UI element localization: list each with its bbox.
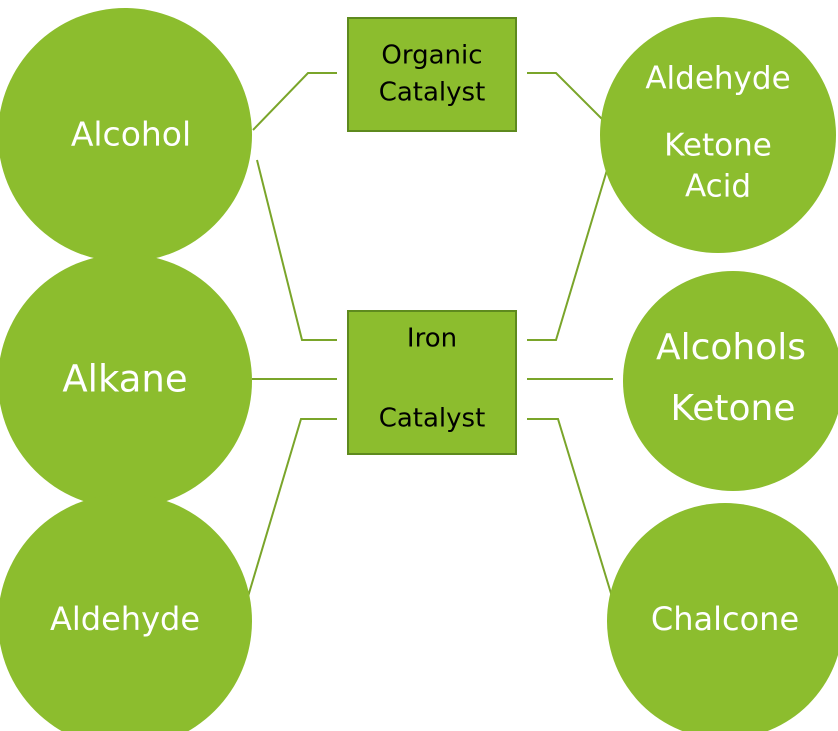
iron-catalyst-label-line1: Iron: [407, 324, 457, 354]
connector-alcohol-iron: [256, 159, 337, 341]
connectors: [246, 72, 614, 601]
substrate-alkane-node: Alkane: [0, 254, 252, 508]
product-alcohols-label: Alcohols: [656, 327, 806, 368]
product-ketone-label: Ketone: [664, 128, 772, 164]
organic-catalyst-box: Organic Catalyst: [347, 17, 517, 132]
substrate-alcohol-node: Alcohol: [0, 8, 252, 262]
connector-aldehyde-iron: [246, 418, 337, 601]
product-chalcone-label: Chalcone: [651, 600, 799, 638]
product-acid-label: Acid: [685, 169, 751, 205]
product-ketone-2-label: Ketone: [670, 388, 795, 429]
substrate-aldehyde-label: Aldehyde: [50, 600, 200, 638]
product-chalcone-node: Chalcone: [607, 503, 838, 731]
substrate-aldehyde-node: Aldehyde: [0, 494, 252, 731]
product-aldehyde-ketone-acid-node: Aldehyde Ketone Acid: [600, 17, 836, 253]
substrate-alkane-label: Alkane: [62, 358, 187, 401]
substrate-alcohol-label: Alcohol: [71, 115, 191, 154]
organic-catalyst-label-line1: Organic: [381, 41, 482, 71]
iron-catalyst-label-line2: Catalyst: [379, 404, 486, 434]
iron-catalyst-box: Iron Catalyst: [347, 310, 517, 455]
connector-iron-product-chalcone: [527, 418, 614, 601]
connector-alcohol-organic: [252, 72, 337, 131]
organic-catalyst-label-line2: Catalyst: [379, 78, 486, 108]
product-aldehyde-label: Aldehyde: [645, 61, 790, 97]
product-alcohols-ketone-node: Alcohols Ketone: [623, 271, 838, 491]
connector-organic-product-acid: [527, 72, 614, 131]
connector-iron-product-acid: [527, 159, 611, 341]
